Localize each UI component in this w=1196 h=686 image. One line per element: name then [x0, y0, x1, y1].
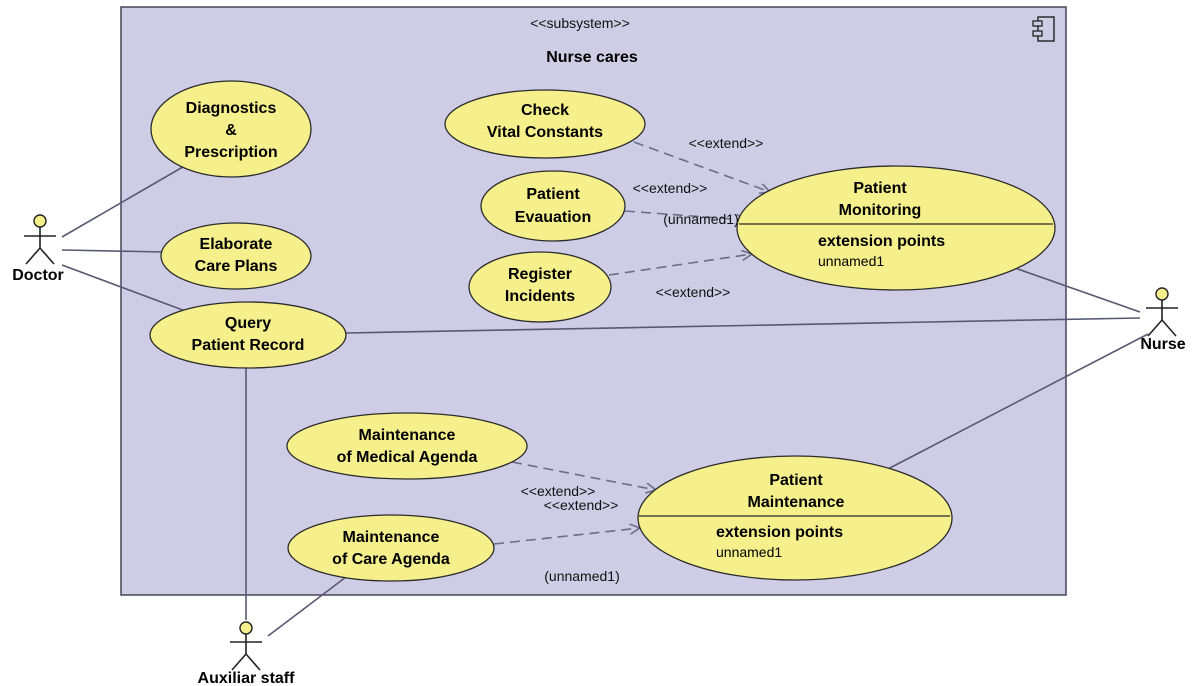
actor-head-icon: [239, 621, 253, 635]
svg-text:Patient: Patient: [853, 180, 907, 197]
extend-checkvital: [633, 141, 770, 192]
actor-auxiliar-label: Auxiliar staff: [198, 670, 296, 686]
use-case-diagnostics-prescription[interactable]: Diagnostics & Prescription: [150, 80, 312, 178]
use-case-patient-evaluation[interactable]: Patient Evauation: [480, 170, 626, 242]
svg-text:Check: Check: [521, 102, 569, 119]
extension-point: unnamed1: [818, 253, 884, 269]
svg-text:Maintenance: Maintenance: [343, 529, 440, 546]
svg-text:of Medical Agenda: of Medical Agenda: [337, 449, 478, 466]
svg-text:Evauation: Evauation: [515, 209, 591, 226]
svg-text:Maintenance: Maintenance: [748, 494, 845, 511]
use-case-elaborate-care-plans[interactable]: Elaborate Care Plans: [160, 222, 312, 290]
actor-doctor[interactable]: Doctor: [12, 214, 64, 284]
svg-text:Vital Constants: Vital Constants: [487, 124, 603, 141]
actor-auxiliar-staff[interactable]: Auxiliar staff: [198, 621, 296, 686]
assoc-doctor-careplans: [61, 249, 166, 253]
extend-incidents: [608, 254, 752, 276]
assoc-query-nurse: [345, 317, 1141, 334]
assoc-monitoring-nurse: [1014, 267, 1141, 313]
use-case-query-patient-record[interactable]: Query Patient Record: [149, 301, 347, 369]
use-case-check-vital-constants[interactable]: Check Vital Constants: [444, 89, 646, 159]
extend-label-checkvital: <<extend>>: [689, 135, 764, 151]
svg-text:Incidents: Incidents: [505, 288, 575, 305]
svg-text:Elaborate: Elaborate: [200, 236, 273, 253]
condition-label-maintenance: (unnamed1): [544, 568, 620, 584]
use-case-register-incidents[interactable]: Register Incidents: [468, 251, 612, 323]
assoc-doctor-diagnostics: [61, 163, 189, 238]
assoc-careagenda-auxiliar: [267, 576, 347, 637]
associations: [61, 163, 1149, 637]
extend-relations: <<extend>> <<extend>> <<extend>> <<exten…: [493, 135, 770, 584]
use-case-maintenance-medical-agenda[interactable]: Maintenance of Medical Agenda: [286, 412, 528, 480]
assoc-maintenance-nurse: [885, 333, 1149, 471]
extend-label-medicalagenda: <<extend>>: [521, 483, 596, 499]
actor-nurse[interactable]: Nurse: [1140, 287, 1186, 353]
svg-text:Monitoring: Monitoring: [839, 202, 922, 219]
svg-text:Diagnostics: Diagnostics: [186, 100, 277, 117]
svg-text:Care Plans: Care Plans: [195, 258, 278, 275]
use-case-patient-monitoring[interactable]: Patient Monitoring extension points unna…: [736, 165, 1056, 291]
svg-text:&: &: [225, 122, 237, 139]
use-case-patient-maintenance[interactable]: Patient Maintenance extension points unn…: [637, 455, 953, 581]
extend-medicalagenda: [511, 461, 656, 490]
svg-text:Patient: Patient: [769, 472, 823, 489]
actor-nurse-label: Nurse: [1140, 336, 1185, 353]
actor-doctor-label: Doctor: [12, 267, 64, 284]
actor-head-icon: [33, 214, 47, 228]
extension-point: unnamed1: [716, 544, 782, 560]
extend-label-careagenda: <<extend>>: [544, 497, 619, 513]
component-icon: [1032, 16, 1055, 42]
subsystem-name: Nurse cares: [546, 49, 638, 66]
extension-points-header: extension points: [716, 524, 843, 541]
assoc-doctor-query: [61, 264, 189, 313]
svg-text:Query: Query: [225, 315, 271, 332]
svg-text:Prescription: Prescription: [184, 144, 277, 161]
svg-text:Maintenance: Maintenance: [359, 427, 456, 444]
condition-label-monitoring: (unnamed1): [663, 211, 739, 227]
svg-text:of Care Agenda: of Care Agenda: [332, 551, 450, 568]
use-case-maintenance-care-agenda[interactable]: Maintenance of Care Agenda: [287, 514, 495, 582]
extend-careagenda: [493, 528, 640, 545]
svg-text:Patient Record: Patient Record: [192, 337, 305, 354]
extend-label-incidents: <<extend>>: [656, 284, 731, 300]
svg-text:Register: Register: [508, 266, 572, 283]
extend-label-evaluation: <<extend>>: [633, 180, 708, 196]
extend-evaluation: [624, 210, 746, 220]
extension-points-header: extension points: [818, 233, 945, 250]
actor-head-icon: [1155, 287, 1169, 301]
svg-text:Patient: Patient: [526, 186, 580, 203]
subsystem-stereotype: <<subsystem>>: [530, 15, 630, 31]
